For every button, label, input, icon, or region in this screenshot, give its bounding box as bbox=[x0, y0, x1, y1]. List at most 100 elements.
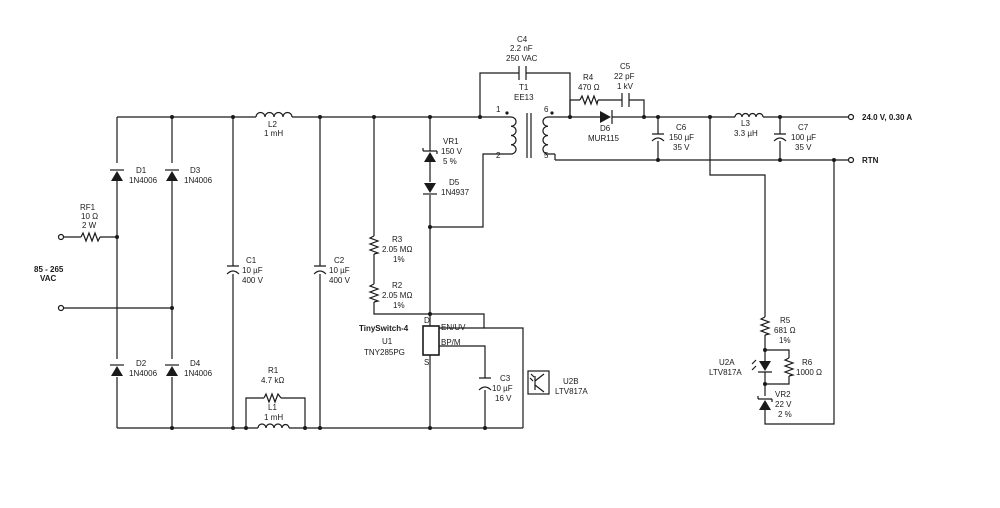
d4-ref: D4 bbox=[190, 359, 201, 368]
r4-ref: R4 bbox=[583, 73, 594, 82]
diode-d5 bbox=[423, 183, 437, 195]
vr1-ref: VR1 bbox=[443, 137, 459, 146]
c2-value: 10 µF bbox=[329, 266, 350, 275]
capacitor-c7 bbox=[773, 133, 787, 142]
capacitor-c2 bbox=[313, 265, 327, 275]
d3-ref: D3 bbox=[190, 166, 201, 175]
input-voltage-label: 85 - 265 bbox=[34, 265, 64, 274]
rf1-ref: RF1 bbox=[80, 203, 96, 212]
output-voltage-label: 24.0 V, 0.30 A bbox=[862, 113, 912, 122]
zener-vr2 bbox=[757, 396, 773, 410]
resistor-r1 bbox=[263, 392, 282, 404]
d2-part: 1N4006 bbox=[129, 369, 158, 378]
u2b-ref: U2B bbox=[563, 377, 579, 386]
l1-value: 1 mH bbox=[264, 413, 283, 422]
r3-tol: 1% bbox=[393, 255, 405, 264]
inductor-l2 bbox=[255, 111, 293, 118]
c7-ref: C7 bbox=[798, 123, 809, 132]
c5-rating: 1 kV bbox=[617, 82, 634, 91]
transformer-t1 bbox=[505, 111, 556, 160]
c6-ref: C6 bbox=[676, 123, 687, 132]
c7-value: 100 µF bbox=[791, 133, 816, 142]
c6-value: 150 µF bbox=[669, 133, 694, 142]
vr2-tol: 2 % bbox=[778, 410, 792, 419]
c3-rating: 16 V bbox=[495, 394, 512, 403]
r2-ref: R2 bbox=[392, 281, 403, 290]
l3-ref: L3 bbox=[741, 119, 750, 128]
vr1-tol: 5 % bbox=[443, 157, 457, 166]
t1-pin2: 2 bbox=[496, 151, 501, 160]
d3-part: 1N4006 bbox=[184, 176, 213, 185]
r6-value: 1000 Ω bbox=[796, 368, 822, 377]
c5-value: 22 pF bbox=[614, 72, 635, 81]
u2a-ref: U2A bbox=[719, 358, 735, 367]
input-terminals bbox=[57, 233, 65, 312]
c1-ref: C1 bbox=[246, 256, 257, 265]
c2-ref: C2 bbox=[334, 256, 345, 265]
diode-d1 bbox=[110, 169, 124, 181]
u1-family: TinySwitch-4 bbox=[359, 324, 409, 333]
input-unit-label: VAC bbox=[40, 274, 57, 283]
d5-ref: D5 bbox=[449, 178, 460, 187]
optocoupler-u2b bbox=[527, 370, 550, 395]
t1-pin1: 1 bbox=[496, 105, 501, 114]
c1-value: 10 µF bbox=[242, 266, 263, 275]
r5-ref: R5 bbox=[780, 316, 791, 325]
t1-pin5: 5 bbox=[544, 151, 549, 160]
junctions bbox=[115, 115, 836, 430]
output-terminals bbox=[847, 113, 855, 164]
capacitor-c3 bbox=[478, 377, 492, 391]
diode-d2 bbox=[110, 364, 124, 376]
u1-pin-en: EN/UV bbox=[441, 323, 466, 332]
vr2-value: 22 V bbox=[775, 400, 792, 409]
c3-value: 10 µF bbox=[492, 384, 513, 393]
r5-tol: 1% bbox=[779, 336, 791, 345]
capacitor-c6 bbox=[651, 133, 665, 142]
inductor-l1 bbox=[257, 423, 290, 429]
resistor-r6 bbox=[783, 357, 796, 377]
capacitor-c4 bbox=[518, 66, 527, 80]
rf1-value: 10 Ω bbox=[81, 212, 98, 221]
vr2-ref: VR2 bbox=[775, 390, 791, 399]
c4-rating: 250 VAC bbox=[506, 54, 538, 63]
resistor-rf1 bbox=[80, 231, 101, 243]
ic-u1 bbox=[422, 325, 440, 356]
r6-ref: R6 bbox=[802, 358, 813, 367]
c1-rating: 400 V bbox=[242, 276, 264, 285]
l2-ref: L2 bbox=[268, 120, 277, 129]
u1-pin-s: S bbox=[424, 358, 429, 367]
c6-rating: 35 V bbox=[673, 143, 690, 152]
r3-ref: R3 bbox=[392, 235, 403, 244]
d2-ref: D2 bbox=[136, 359, 147, 368]
rf1-power: 2 W bbox=[82, 221, 97, 230]
d4-part: 1N4006 bbox=[184, 369, 213, 378]
l1-ref: L1 bbox=[268, 403, 277, 412]
resistor-r3 bbox=[368, 235, 381, 255]
r1-ref: R1 bbox=[268, 366, 279, 375]
l3-value: 3.3 µH bbox=[734, 129, 758, 138]
u1-ref: U1 bbox=[382, 337, 393, 346]
d5-part: 1N4937 bbox=[441, 188, 470, 197]
r2-tol: 1% bbox=[393, 301, 405, 310]
inductor-l3 bbox=[734, 112, 764, 118]
u2b-part: LTV817A bbox=[555, 387, 588, 396]
r5-value: 681 Ω bbox=[774, 326, 796, 335]
wires bbox=[63, 72, 848, 429]
l2-value: 1 mH bbox=[264, 129, 283, 138]
diode-d6 bbox=[600, 110, 618, 124]
c7-rating: 35 V bbox=[795, 143, 812, 152]
resistor-r2 bbox=[368, 283, 381, 303]
d6-part: MUR115 bbox=[588, 134, 620, 143]
u1-pin-bp: BP/M bbox=[441, 338, 461, 347]
d1-ref: D1 bbox=[136, 166, 147, 175]
u1-pin-d: D bbox=[424, 316, 430, 325]
u1-part: TNY285PG bbox=[364, 348, 405, 357]
diode-d3 bbox=[165, 169, 179, 181]
t1-part: EE13 bbox=[514, 93, 534, 102]
u2a-part: LTV817A bbox=[709, 368, 742, 377]
d6-ref: D6 bbox=[600, 124, 611, 133]
c5-ref: C5 bbox=[620, 62, 631, 71]
output-rtn-label: RTN bbox=[862, 156, 879, 165]
t1-ref: T1 bbox=[519, 83, 529, 92]
